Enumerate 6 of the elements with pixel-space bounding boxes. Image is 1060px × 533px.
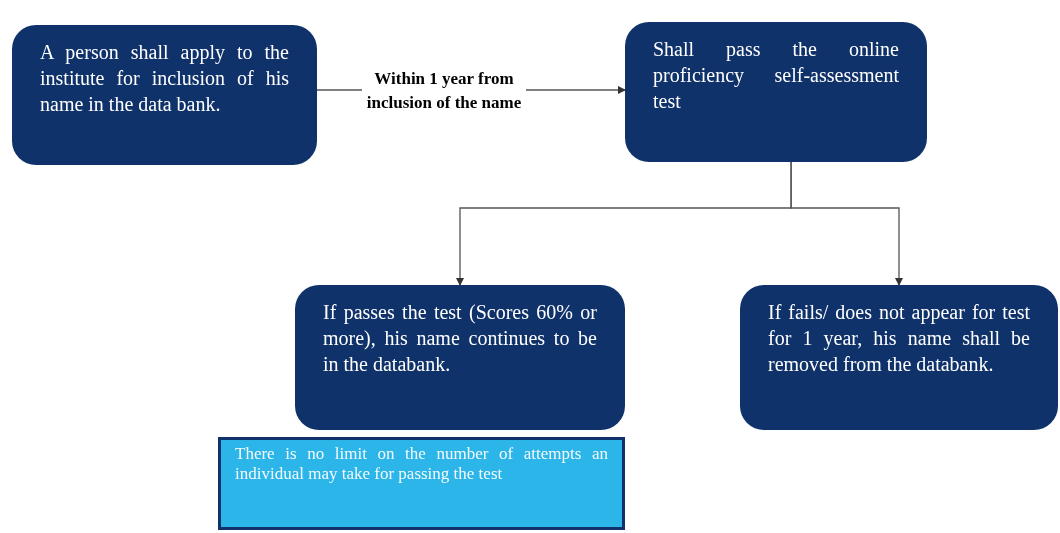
process-box: If fails/ does not appear for test for 1 year, his name shall be removed from the databank. bbox=[740, 285, 1058, 430]
process-box: A person shall apply to the institute for inclusion of his name in the data bank. bbox=[12, 25, 317, 165]
process-box: Shall pass the online proficiency self-assessment test bbox=[625, 22, 927, 162]
note-box: There is no limit on the number of attempts an individual may take for passing the test bbox=[218, 437, 625, 530]
process-box: If passes the test (Scores 60% or more), his name continues to be in the databank. bbox=[295, 285, 625, 430]
arrow bbox=[790, 161, 903, 286]
